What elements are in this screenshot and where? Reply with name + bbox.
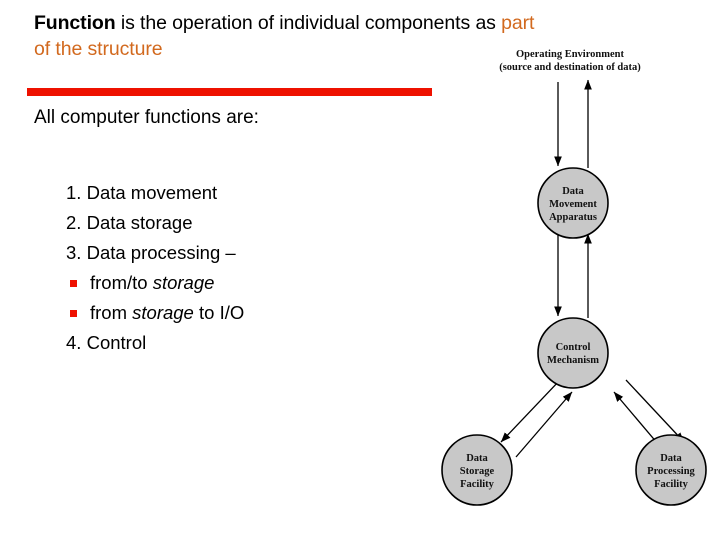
list-item: 4. Control bbox=[66, 328, 396, 358]
list-item: 1. Data movement bbox=[66, 178, 396, 208]
list-item-label: Data movement bbox=[86, 182, 218, 203]
list-item-emphasis: storage bbox=[132, 302, 194, 323]
list-item-label: Control bbox=[86, 332, 147, 353]
list-item-label: Data storage bbox=[86, 212, 193, 233]
diagram-caption-line1: Operating Environment bbox=[515, 49, 625, 60]
diagram-caption: Operating Environment (source and destin… bbox=[420, 48, 720, 74]
list-item-label: Data processing – bbox=[86, 242, 236, 263]
node-label-line: Facility bbox=[654, 479, 689, 490]
list-item-marker: 1. bbox=[66, 182, 82, 203]
node-data-processing-facility: Data Processing Facility bbox=[635, 434, 707, 506]
list-item-label-tail: to I/O bbox=[193, 302, 245, 323]
node-label-line: Data bbox=[660, 453, 682, 464]
connector-storage-to-control bbox=[515, 391, 573, 458]
diagram-svg: Data Movement Apparatus Control Mechanis… bbox=[441, 79, 707, 506]
list-item: 2. Data storage bbox=[66, 208, 396, 238]
node-label-line: Data bbox=[562, 186, 584, 197]
list-item-marker: 3. bbox=[66, 242, 82, 263]
list-item: from/to storage bbox=[66, 268, 396, 298]
title-accent-structure: of the structure bbox=[34, 38, 163, 60]
connector-control-to-processing bbox=[625, 379, 685, 443]
title-accent-part: part bbox=[501, 12, 535, 34]
list-item-label: from/to bbox=[90, 272, 153, 293]
computer-functions-diagram: Operating Environment (source and destin… bbox=[420, 0, 720, 540]
node-label-line: Processing bbox=[647, 466, 695, 477]
node-label-line: Control bbox=[556, 342, 591, 353]
list-item-marker: 2. bbox=[66, 212, 82, 233]
list-item-emphasis: storage bbox=[152, 272, 215, 293]
lead-text: All computer functions are: bbox=[34, 107, 259, 128]
title-bold-lead: Function bbox=[34, 12, 116, 34]
node-label-line: Storage bbox=[460, 466, 495, 477]
node-data-movement-apparatus: Data Movement Apparatus bbox=[537, 167, 609, 239]
node-label-line: Facility bbox=[460, 479, 495, 490]
diagram-caption-line2: (source and destination of data) bbox=[499, 62, 641, 73]
title-divider-rule bbox=[27, 88, 432, 96]
page-title: Function is the operation of individual … bbox=[34, 10, 694, 62]
connector-control-to-storage bbox=[500, 379, 561, 443]
node-label-line: Movement bbox=[549, 199, 597, 210]
node-data-storage-facility: Data Storage Facility bbox=[441, 434, 513, 506]
node-label-line: Apparatus bbox=[549, 212, 597, 223]
function-list: 1. Data movement 2. Data storage 3. Data… bbox=[66, 178, 396, 358]
list-item-marker: 4. bbox=[66, 332, 82, 353]
title-body-text: is the operation of individual component… bbox=[115, 12, 502, 34]
square-bullet-icon bbox=[70, 280, 77, 287]
node-label-line: Mechanism bbox=[547, 355, 599, 366]
node-control-mechanism: Control Mechanism bbox=[537, 317, 609, 389]
square-bullet-icon bbox=[70, 310, 77, 317]
list-item: from storage to I/O bbox=[66, 298, 396, 328]
node-label-line: Data bbox=[466, 453, 488, 464]
list-item-label: from bbox=[90, 302, 133, 323]
list-item: 3. Data processing – bbox=[66, 238, 396, 268]
